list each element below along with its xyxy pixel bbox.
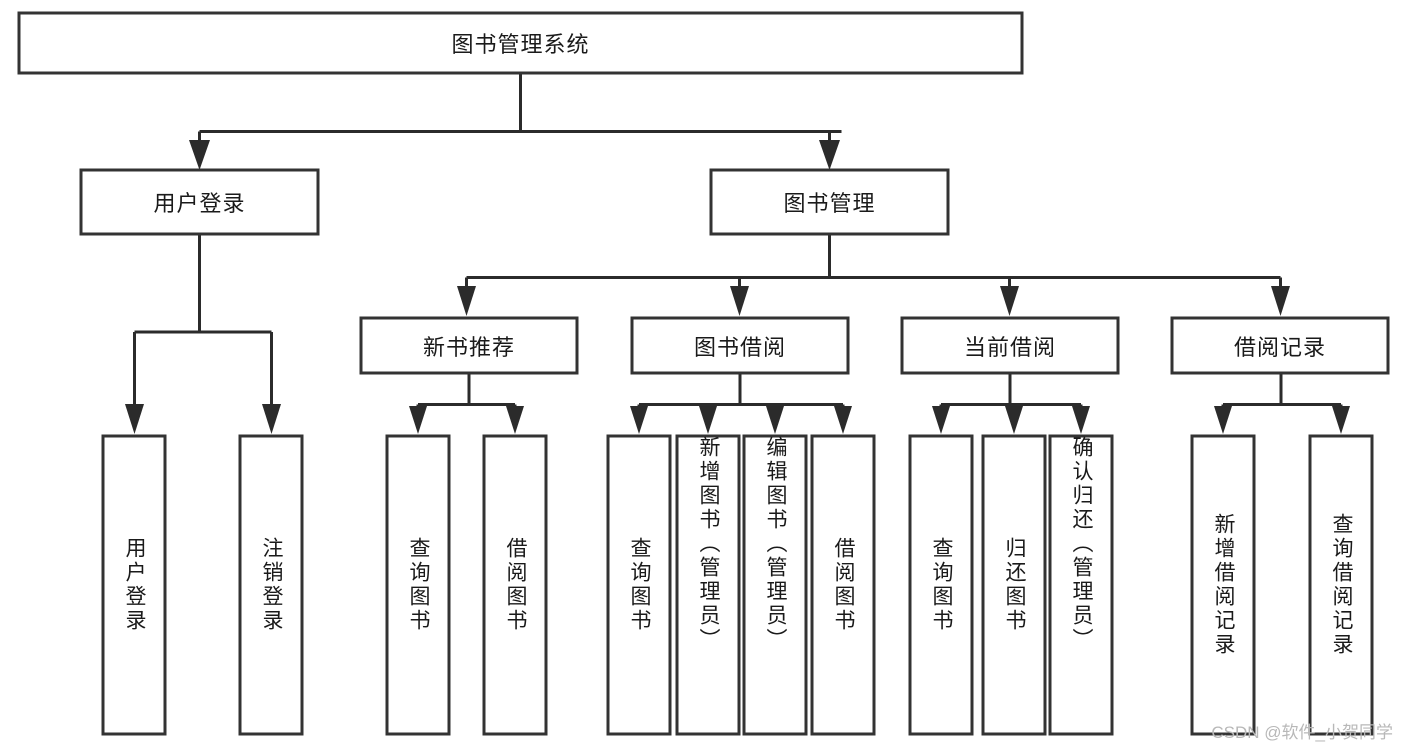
node-box-leaf-query-book-2[interactable] xyxy=(606,434,672,736)
arrowhead-current-borrow xyxy=(1000,286,1019,316)
node-box-leaf-user-login[interactable] xyxy=(101,434,167,736)
node-box-book-borrow[interactable] xyxy=(630,316,850,375)
arrowhead-leaf-logout-login xyxy=(262,404,281,434)
arrowhead-book-manage xyxy=(819,140,840,170)
node-box-leaf-return-book[interactable] xyxy=(981,434,1047,736)
node-box-book-manage[interactable] xyxy=(709,168,950,236)
node-box-leaf-query-book-3[interactable] xyxy=(908,434,974,736)
arrowhead-leaf-add-borrow-record xyxy=(1214,406,1232,434)
node-box-leaf-add-borrow-record[interactable] xyxy=(1190,434,1256,736)
arrowhead-leaf-confirm-return-admin xyxy=(1072,406,1090,434)
arrowhead-leaf-borrow-book-1 xyxy=(506,406,524,434)
node-box-leaf-query-borrow-record[interactable] xyxy=(1308,434,1374,736)
connector-group-current-borrow xyxy=(932,373,1090,434)
connector-group-borrow-record xyxy=(1214,373,1350,434)
node-box-title[interactable] xyxy=(17,11,1024,75)
arrowhead-leaf-query-book-3 xyxy=(932,406,950,434)
node-box-leaf-edit-book-admin[interactable] xyxy=(742,434,808,736)
arrowhead-new-book-recommend xyxy=(457,286,476,316)
node-box-borrow-record[interactable] xyxy=(1170,316,1390,375)
node-box-leaf-borrow-book-2[interactable] xyxy=(810,434,876,736)
arrowhead-leaf-return-book xyxy=(1005,406,1023,434)
node-box-current-borrow[interactable] xyxy=(900,316,1120,375)
arrowhead-leaf-edit-book-admin xyxy=(766,406,784,434)
arrowhead-borrow-record xyxy=(1271,286,1290,316)
connector-group-new-book-recommend xyxy=(409,373,524,434)
arrowhead-leaf-query-book-2 xyxy=(630,406,648,434)
arrowhead-leaf-query-book-1 xyxy=(409,406,427,434)
connector-group-book-manage xyxy=(457,234,1290,316)
arrowhead-leaf-borrow-book-2 xyxy=(834,406,852,434)
arrowhead-book-borrow xyxy=(730,286,749,316)
connector-group-book-borrow xyxy=(630,373,852,434)
arrowhead-leaf-user-login xyxy=(125,404,144,434)
connector-group-user-login xyxy=(125,234,281,434)
node-box-leaf-logout-login[interactable] xyxy=(238,434,304,736)
arrowhead-user-login xyxy=(189,140,210,170)
arrowhead-leaf-query-borrow-record xyxy=(1332,406,1350,434)
node-box-new-book-recommend[interactable] xyxy=(359,316,579,375)
arrowhead-leaf-add-book-admin xyxy=(699,406,717,434)
node-box-user-login[interactable] xyxy=(79,168,320,236)
node-box-leaf-confirm-return-admin[interactable] xyxy=(1048,434,1114,736)
node-box-leaf-query-book-1[interactable] xyxy=(385,434,451,736)
node-box-leaf-borrow-book-1[interactable] xyxy=(482,434,548,736)
node-box-leaf-add-book-admin[interactable] xyxy=(675,434,741,736)
connector-group-root xyxy=(189,73,842,170)
